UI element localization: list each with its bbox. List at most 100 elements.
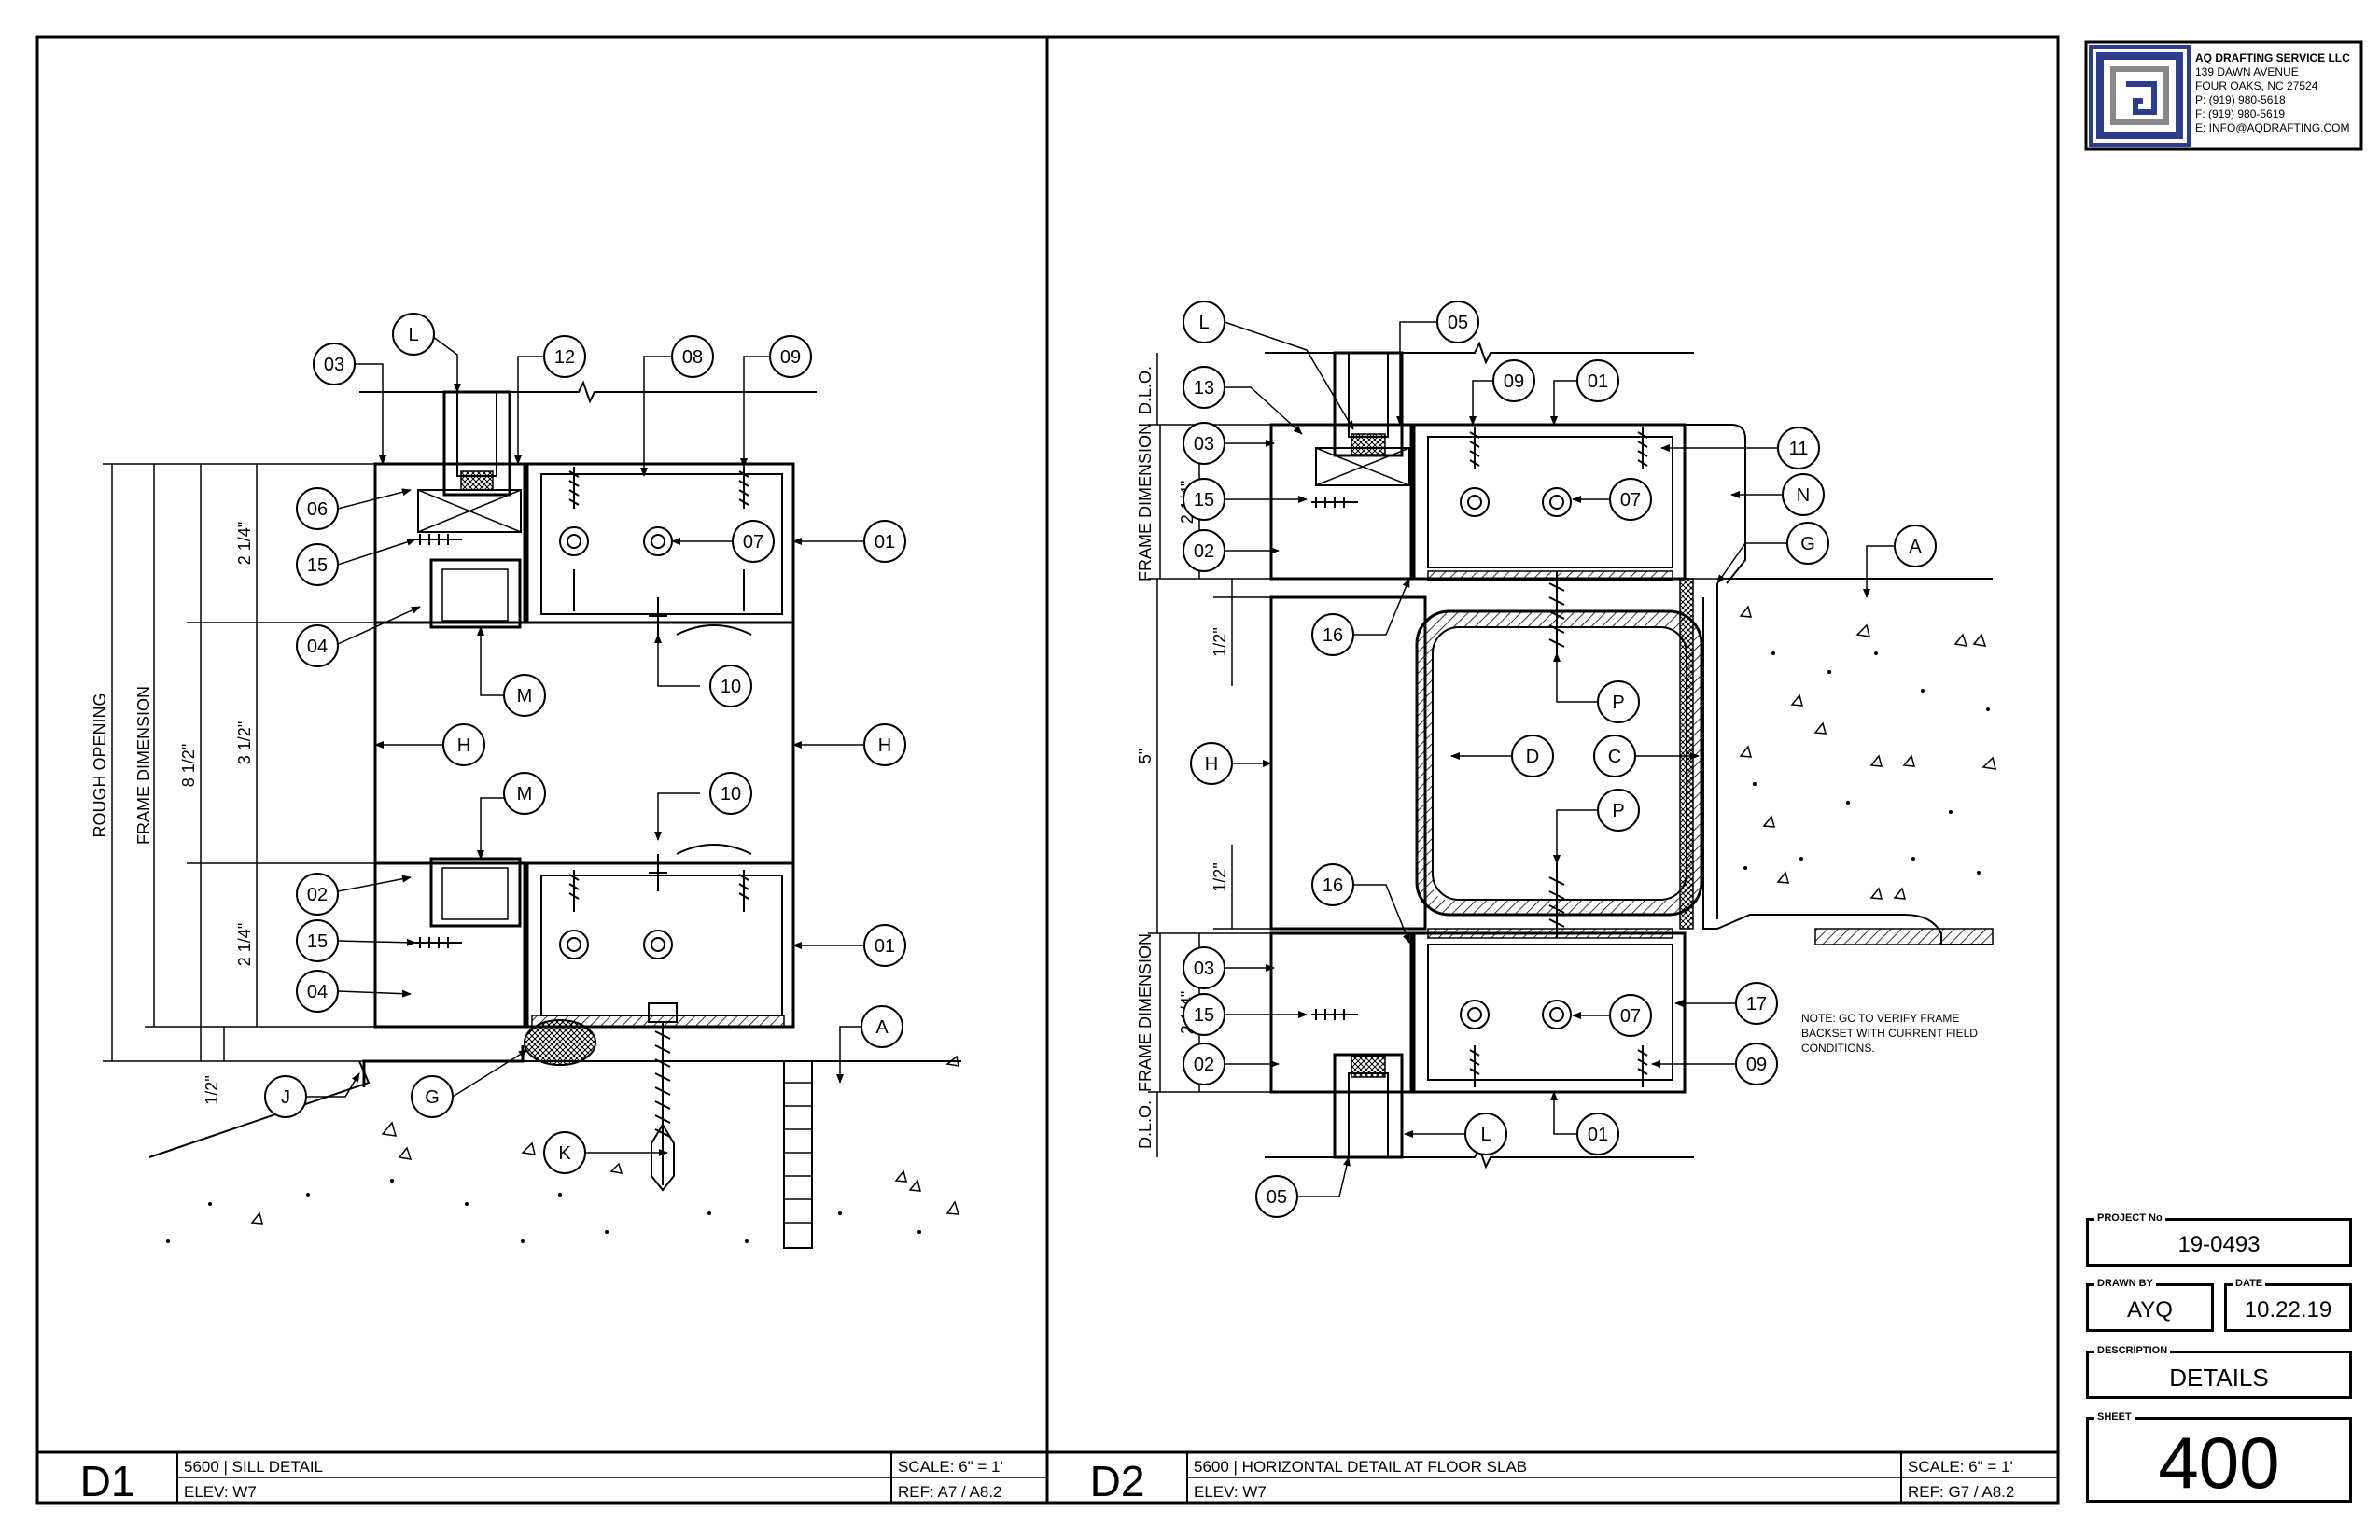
- callout-bubble: 10: [709, 772, 752, 815]
- svg-text:01: 01: [875, 936, 895, 957]
- description-box: DESCRIPTION DETAILS: [2086, 1345, 2352, 1399]
- d2-floor-slab-drawing: [1148, 321, 1997, 1197]
- d1-dim-shim: 1/2": [203, 1075, 221, 1104]
- callout-bubble: 07: [732, 520, 775, 563]
- d1-ref: REF: A7 / A8.2: [898, 1483, 1002, 1501]
- d2-note-line-3: CONDITIONS.: [1801, 1042, 1875, 1055]
- svg-text:A: A: [1909, 537, 1922, 557]
- callout-bubble: A: [861, 1005, 903, 1048]
- callout-bubble: 03: [1183, 422, 1225, 465]
- date-box: DATE 10.22.19: [2224, 1278, 2352, 1332]
- svg-text:02: 02: [1194, 1055, 1214, 1075]
- svg-text:15: 15: [307, 931, 328, 952]
- callout-bubble: 16: [1311, 863, 1354, 906]
- callout-bubble: K: [543, 1131, 586, 1174]
- svg-text:02: 02: [1194, 541, 1214, 562]
- svg-text:13: 13: [1194, 378, 1214, 399]
- drawn-by-box: DRAWN BY AYQ: [2086, 1278, 2214, 1332]
- callout-bubble: 11: [1777, 427, 1820, 469]
- d1-id: D1: [80, 1457, 135, 1505]
- sheet-box: SHEET 400: [2086, 1411, 2352, 1503]
- callout-bubble: 02: [1183, 1043, 1225, 1085]
- callout-bubble: 04: [296, 970, 339, 1013]
- callout-bubble: 13: [1183, 366, 1225, 409]
- project-no-value: 19-0493: [2177, 1232, 2261, 1257]
- callout-bubble: 15: [296, 543, 339, 586]
- callout-bubble: 02: [296, 873, 339, 916]
- svg-text:07: 07: [743, 532, 763, 553]
- svg-text:16: 16: [1323, 875, 1343, 896]
- callout-bubble: 05: [1255, 1175, 1298, 1218]
- company-address-2: FOUR OAKS, NC 27524: [2195, 79, 2318, 92]
- project-no-box: PROJECT No 19-0493: [2086, 1212, 2352, 1267]
- svg-text:P: P: [1612, 801, 1624, 821]
- d2-dim-middle: 5": [1136, 749, 1155, 763]
- company-fax: F: (919) 980-5619: [2195, 107, 2286, 120]
- svg-text:C: C: [1608, 747, 1621, 767]
- description-value: DETAILS: [2169, 1364, 2269, 1392]
- callout-bubble: P: [1597, 680, 1640, 723]
- svg-text:12: 12: [554, 347, 575, 368]
- svg-text:P: P: [1612, 693, 1624, 713]
- d2-title: 5600 | HORIZONTAL DETAIL AT FLOOR SLAB: [1194, 1458, 1527, 1476]
- callout-bubble: G: [411, 1075, 454, 1118]
- company-phone: P: (919) 980-5618: [2195, 93, 2286, 106]
- svg-text:01: 01: [875, 532, 895, 553]
- svg-text:06: 06: [307, 499, 328, 520]
- callout-bubble: 17: [1735, 982, 1778, 1025]
- d2-ref: REF: G7 / A8.2: [1908, 1483, 2014, 1501]
- callout-bubble: 02: [1183, 529, 1225, 572]
- svg-text:K: K: [558, 1143, 571, 1164]
- callout-bubble: 01: [1576, 1113, 1619, 1155]
- svg-text:15: 15: [1194, 1005, 1214, 1026]
- svg-text:D: D: [1526, 747, 1539, 767]
- d2-note-line-1: NOTE: GC TO VERIFY FRAME: [1801, 1012, 1959, 1025]
- d1-title-strip: D1 5600 | SILL DETAIL ELEV: W7 SCALE: 6"…: [37, 1450, 1047, 1505]
- callout-bubble: 09: [769, 335, 812, 378]
- svg-text:08: 08: [682, 347, 703, 368]
- svg-text:H: H: [1205, 754, 1218, 775]
- callout-bubble: L: [1183, 301, 1225, 343]
- svg-text:09: 09: [1746, 1055, 1767, 1075]
- callout-bubble: L: [392, 313, 435, 356]
- svg-text:10: 10: [721, 677, 741, 697]
- svg-text:02: 02: [307, 885, 328, 905]
- svg-text:10: 10: [721, 784, 741, 805]
- callout-bubble: H: [442, 723, 485, 766]
- callout-bubble: 01: [863, 520, 906, 563]
- d1-dim-overall: 8 1/2": [179, 744, 198, 787]
- svg-text:A: A: [875, 1017, 889, 1038]
- company-info: AQ DRAFTING SERVICE LLC 139 DAWN AVENUE …: [2195, 51, 2350, 135]
- svg-text:17: 17: [1746, 994, 1767, 1015]
- svg-text:09: 09: [780, 347, 801, 368]
- svg-text:M: M: [517, 784, 533, 805]
- callout-bubble: 07: [1609, 994, 1652, 1037]
- callout-bubble: 04: [296, 624, 339, 667]
- d2-id: D2: [1090, 1457, 1145, 1505]
- callout-bubble: P: [1597, 789, 1640, 832]
- svg-text:04: 04: [307, 637, 328, 657]
- drawn-by-label: DRAWN BY: [2094, 1278, 2156, 1289]
- date-value: 10.22.19: [2244, 1297, 2332, 1323]
- d1-title: 5600 | SILL DETAIL: [184, 1458, 323, 1476]
- svg-text:05: 05: [1267, 1187, 1287, 1208]
- svg-text:J: J: [281, 1087, 290, 1108]
- callout-bubble: D: [1511, 735, 1554, 777]
- callout-bubble: J: [264, 1075, 307, 1118]
- svg-text:H: H: [878, 735, 891, 756]
- drawn-by-value: AYQ: [2127, 1297, 2173, 1323]
- svg-text:07: 07: [1620, 490, 1641, 511]
- svg-text:09: 09: [1504, 371, 1524, 392]
- callout-bubble: M: [503, 772, 546, 815]
- d2-dim-dlo-top: D.L.O.: [1136, 366, 1155, 414]
- callout-bubble: 10: [709, 665, 752, 707]
- d1-elev: ELEV: W7: [184, 1483, 257, 1501]
- d1-dim-middle: 3 1/2": [235, 721, 254, 764]
- callout-bubble: A: [1894, 525, 1937, 567]
- d2-title-strip: D2 5600 | HORIZONTAL DETAIL AT FLOOR SLA…: [1047, 1450, 2058, 1505]
- callout-bubble: 15: [1183, 478, 1225, 521]
- d2-dim-dlo-bottom: D.L.O.: [1136, 1100, 1155, 1149]
- d2-dim-half-top: 1/2": [1211, 627, 1229, 656]
- callout-bubble: G: [1786, 522, 1829, 565]
